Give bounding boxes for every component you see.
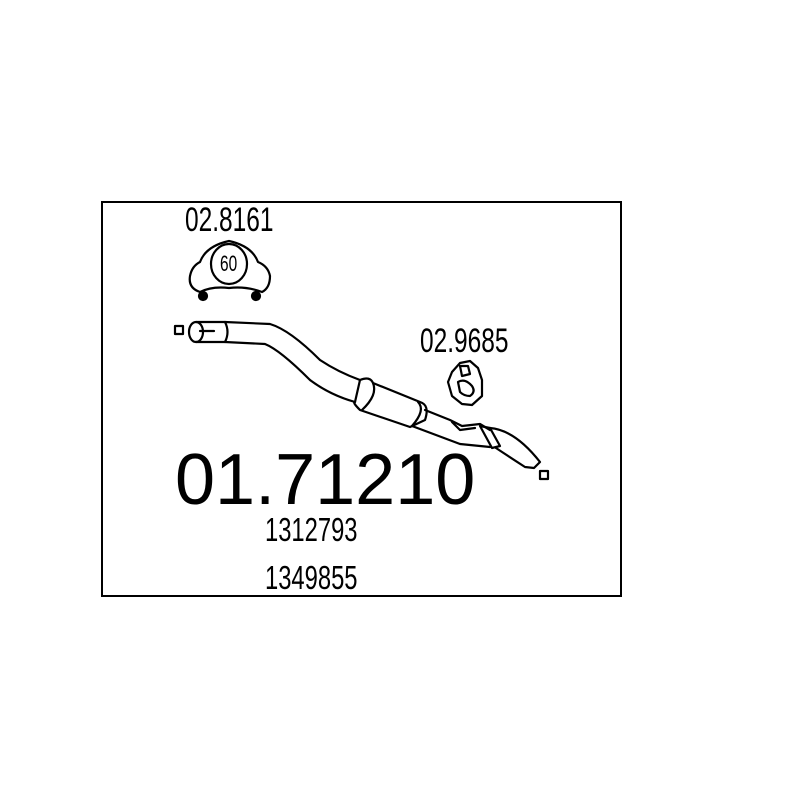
mount-part-number: 02.9685 — [420, 322, 509, 360]
exhaust-pipe-icon — [173, 320, 550, 481]
clamp-part-number: 02.8161 — [185, 201, 274, 239]
diagram-frame — [101, 201, 622, 597]
connection-square-right — [538, 469, 550, 481]
oe-number-1: 1312793 — [265, 511, 358, 548]
main-part-number: 01.71210 — [175, 440, 476, 520]
clamp-icon — [188, 239, 272, 302]
connection-square-left — [173, 324, 185, 336]
clamp-size-label: 60 — [220, 251, 238, 276]
rubber-mount-icon — [446, 359, 484, 407]
oe-number-2: 1349855 — [265, 559, 358, 596]
